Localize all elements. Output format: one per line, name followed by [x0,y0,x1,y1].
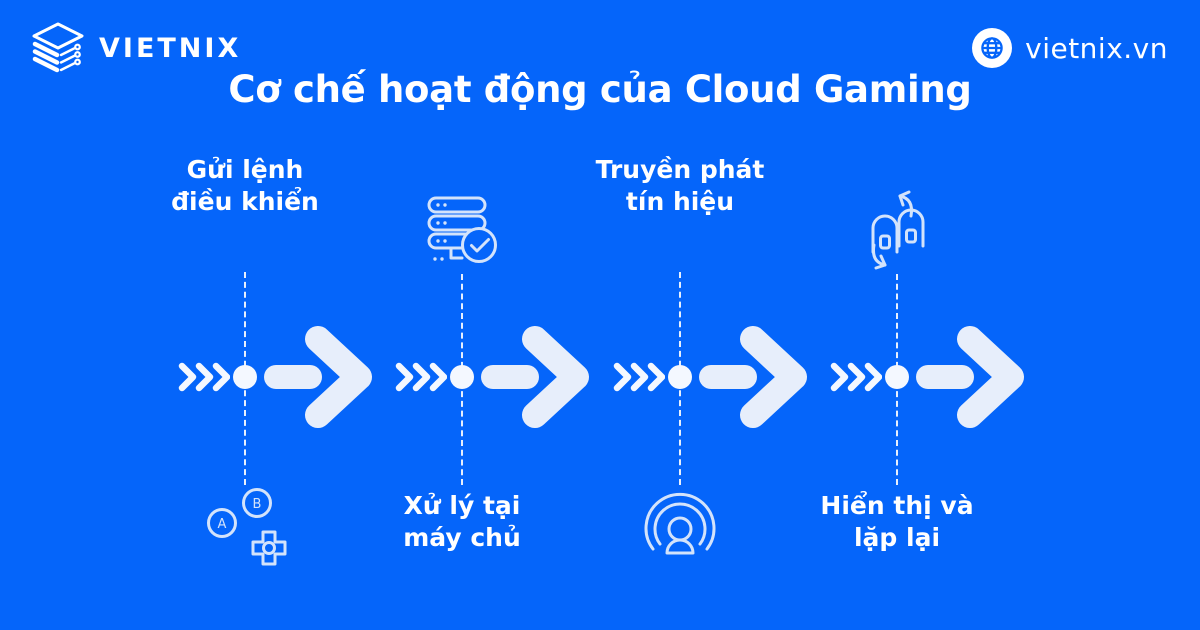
step-4-label: Hiển thị và lặp lại [820,491,974,552]
logo-wordmark: VIETNIX [99,32,242,64]
arrow-right-icon [916,326,1024,428]
display-repeat-icon [871,190,925,270]
step-3-node-dot [668,365,692,389]
vietnix-logo: VIETNIX [30,22,241,74]
triple-chevron-icon [178,362,230,392]
arrow-right-icon [264,326,372,428]
triple-chevron-icon [395,362,447,392]
arrow-right-icon [699,326,807,428]
step-3-label: Truyền phát tín hiệu [595,155,765,216]
step-1-label: Gửi lệnh điều khiển [171,155,319,216]
server-check-icon [427,196,497,263]
broadcast-icon [644,492,716,555]
website-url: vietnix.vn [1025,31,1168,65]
step-1-node-dot [233,365,257,389]
step-2-label: Xử lý tại máy chủ [403,491,521,552]
svg-text:B: B [253,497,262,512]
globe-icon [972,28,1013,68]
website-badge: vietnix.vn [972,28,1168,68]
step-4-node-dot [885,365,909,389]
arrow-right-icon [481,326,589,428]
triple-chevron-icon [613,362,665,392]
gamepad-icon: B A [207,488,287,566]
page-title: Cơ chế hoạt động của Cloud Gaming [228,68,972,111]
vietnix-stack-logo-icon [32,22,84,73]
triple-chevron-icon [830,362,882,392]
svg-text:A: A [218,517,227,532]
step-2-node-dot [450,365,474,389]
